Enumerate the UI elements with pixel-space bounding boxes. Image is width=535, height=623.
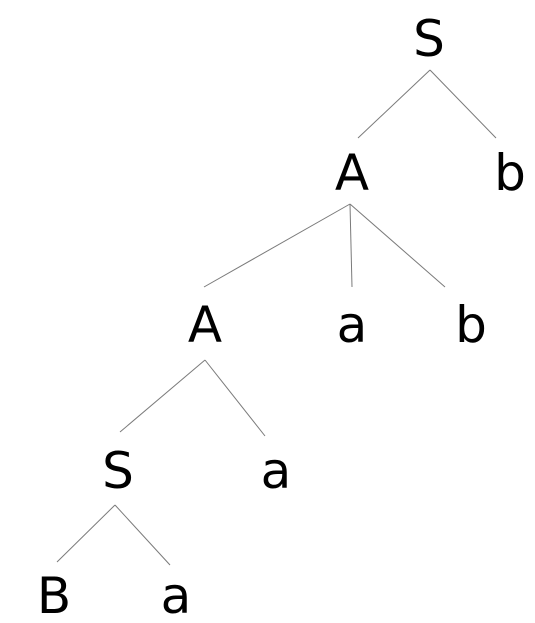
node-a-level2: A <box>188 296 222 354</box>
node-a-leaf-level3: a <box>261 442 292 500</box>
edge-a1-to-a2 <box>203 203 351 288</box>
edge-s2-to-b <box>56 504 116 563</box>
node-a-leaf-level4: a <box>161 567 192 623</box>
node-s-root: S <box>413 10 445 68</box>
node-a-leaf-level2: a <box>337 296 368 354</box>
edge-a1-to-a-leaf1 <box>349 203 353 288</box>
node-s-level3: S <box>102 442 134 500</box>
edge-a2-to-s2 <box>119 359 206 433</box>
edge-a2-to-a-leaf2 <box>204 359 266 437</box>
node-b-level2: b <box>455 296 487 354</box>
edge-a1-to-b2 <box>349 203 446 288</box>
node-b-upper-level4: B <box>37 567 71 623</box>
edge-s-root-to-b1 <box>429 69 497 139</box>
edge-s2-to-a-leaf3 <box>114 504 171 566</box>
node-b-level1: b <box>494 144 526 202</box>
node-a-level1: A <box>335 144 369 202</box>
edge-s-root-to-a1 <box>357 69 431 139</box>
